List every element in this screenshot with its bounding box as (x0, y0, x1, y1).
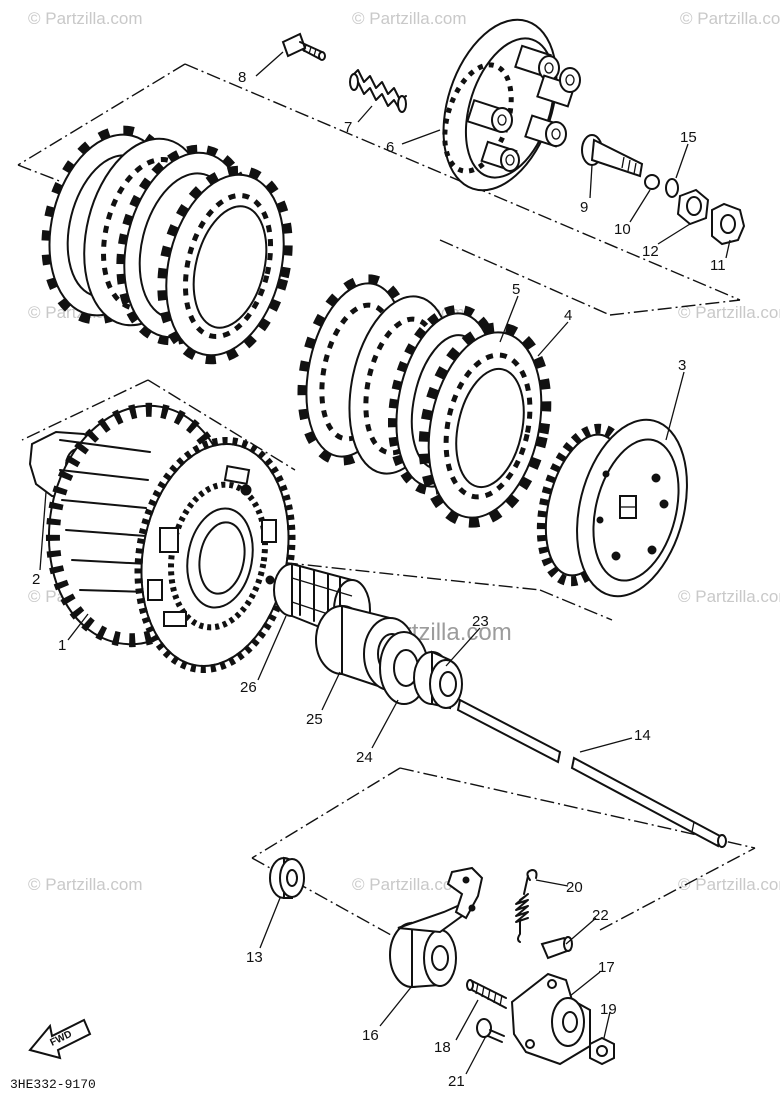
watermark: © Partzilla.com (678, 875, 780, 894)
pressure-plate-bosses (466, 44, 581, 172)
long-push-rod-part-14[interactable] (456, 698, 727, 848)
callout-14: 14 (634, 727, 651, 744)
callout-26: 26 (240, 679, 257, 696)
fwd-arrow-icon: FWD (28, 1018, 92, 1060)
callout-15: 15 (680, 129, 697, 146)
callout-10: 10 (614, 221, 631, 238)
callout-24: 24 (356, 749, 373, 766)
callout-2: 2 (32, 571, 40, 588)
screw-part-21[interactable] (476, 1018, 505, 1043)
callout-labels: 8 7 6 9 10 15 12 11 5 4 3 2 1 26 25 24 2… (32, 69, 726, 1090)
pin-part-22[interactable] (540, 936, 573, 960)
upper-clutch-plate-stack[interactable] (29, 118, 307, 372)
push-rod-part-9[interactable] (581, 134, 644, 178)
friction-plate-part-4[interactable] (408, 317, 562, 533)
drawing-code: 3HE332-9170 (10, 1077, 96, 1092)
collar-part-23[interactable] (413, 650, 463, 710)
watermark: © Partzilla.com (678, 587, 780, 606)
lock-washer-part-11[interactable] (711, 202, 746, 246)
middle-clutch-plate-stack[interactable] (287, 270, 562, 533)
callout-4: 4 (564, 307, 572, 324)
bolt-part-8[interactable] (281, 32, 326, 61)
callout-1: 1 (58, 637, 66, 654)
adjust-screw-part-18[interactable] (466, 979, 507, 1009)
watermark: © Partzilla.com (680, 9, 780, 28)
callout-20: 20 (566, 879, 583, 896)
nut-part-19[interactable] (589, 1036, 615, 1066)
callout-11: 11 (710, 257, 726, 274)
washer-part-15[interactable] (665, 178, 679, 198)
callout-5: 5 (512, 281, 520, 298)
watermark: © Partzilla.com (352, 9, 467, 28)
steel-plate-upper-3 (157, 165, 293, 365)
callout-25: 25 (306, 711, 323, 728)
watermark: © Partzilla.com (678, 303, 780, 322)
watermark: © Partzilla.com (28, 875, 143, 894)
callout-8: 8 (238, 69, 246, 86)
callout-13: 13 (246, 949, 263, 966)
callout-19: 19 (600, 1001, 617, 1018)
ball-part-10[interactable] (644, 174, 660, 190)
nut-part-12[interactable] (676, 188, 710, 226)
watermark: © Partzilla.com (28, 9, 143, 28)
push-lever-shaft-part-16[interactable] (389, 866, 484, 989)
callout-18: 18 (434, 1039, 451, 1056)
callout-21: 21 (448, 1073, 465, 1090)
callout-9: 9 (580, 199, 588, 216)
callout-16: 16 (362, 1027, 379, 1044)
callout-12: 12 (642, 243, 659, 260)
return-spring-part-20[interactable] (515, 869, 538, 943)
callout-7: 7 (344, 119, 352, 136)
watermark: © Partzilla.com (352, 875, 467, 894)
spring-part-7[interactable] (349, 69, 407, 113)
callout-6: 6 (386, 139, 394, 156)
leader-lines (39, 51, 731, 1075)
cover-part-17[interactable] (510, 972, 591, 1066)
clutch-boss-part-3[interactable] (527, 408, 704, 608)
callout-3: 3 (678, 357, 686, 374)
callout-17: 17 (598, 959, 615, 976)
pressure-plate-part-6[interactable] (423, 5, 581, 205)
oil-seal-part-13[interactable] (269, 856, 305, 899)
callout-22: 22 (592, 907, 609, 924)
callout-23: 23 (472, 613, 489, 630)
